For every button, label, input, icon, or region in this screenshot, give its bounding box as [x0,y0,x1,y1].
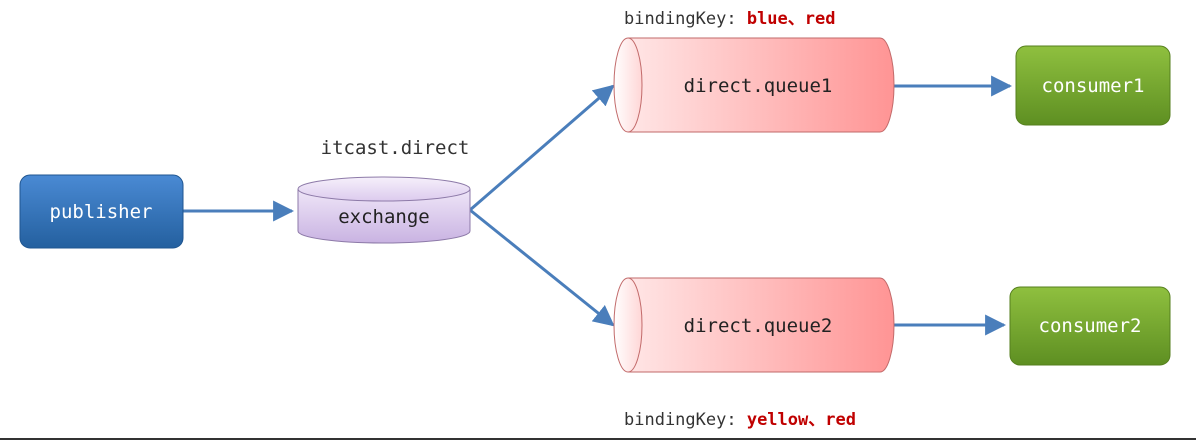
arrow-exchange-to-queue1 [469,84,615,212]
exchange-name: itcast.direct [321,137,470,159]
queue1-binding-keys: blue、red [747,9,836,29]
queue2-node: direct.queue2 [613,277,895,373]
consumer2-node: consumer2 [1009,286,1171,366]
exchange-label: exchange [338,206,430,228]
publisher-label: publisher [50,201,153,223]
queue2-label: direct.queue2 [684,315,833,337]
queue2-binding-label: bindingKey: yellow、red [624,410,856,430]
consumer2-label: consumer2 [1039,315,1142,337]
consumer1-node: consumer1 [1015,45,1171,126]
exchange-node: exchange [297,176,471,244]
queue1-binding-prefix: bindingKey: [624,9,747,29]
queue1-binding-label: bindingKey: blue、red [624,9,835,29]
queue1-node: direct.queue1 [613,37,895,133]
queue2-binding-prefix: bindingKey: [624,410,747,430]
publisher-node: publisher [19,174,184,249]
queue2-binding-keys: yellow、red [747,410,856,430]
arrow-exchange-to-queue2 [469,208,615,327]
queue1-label: direct.queue1 [684,75,833,97]
consumer1-label: consumer1 [1042,75,1145,97]
